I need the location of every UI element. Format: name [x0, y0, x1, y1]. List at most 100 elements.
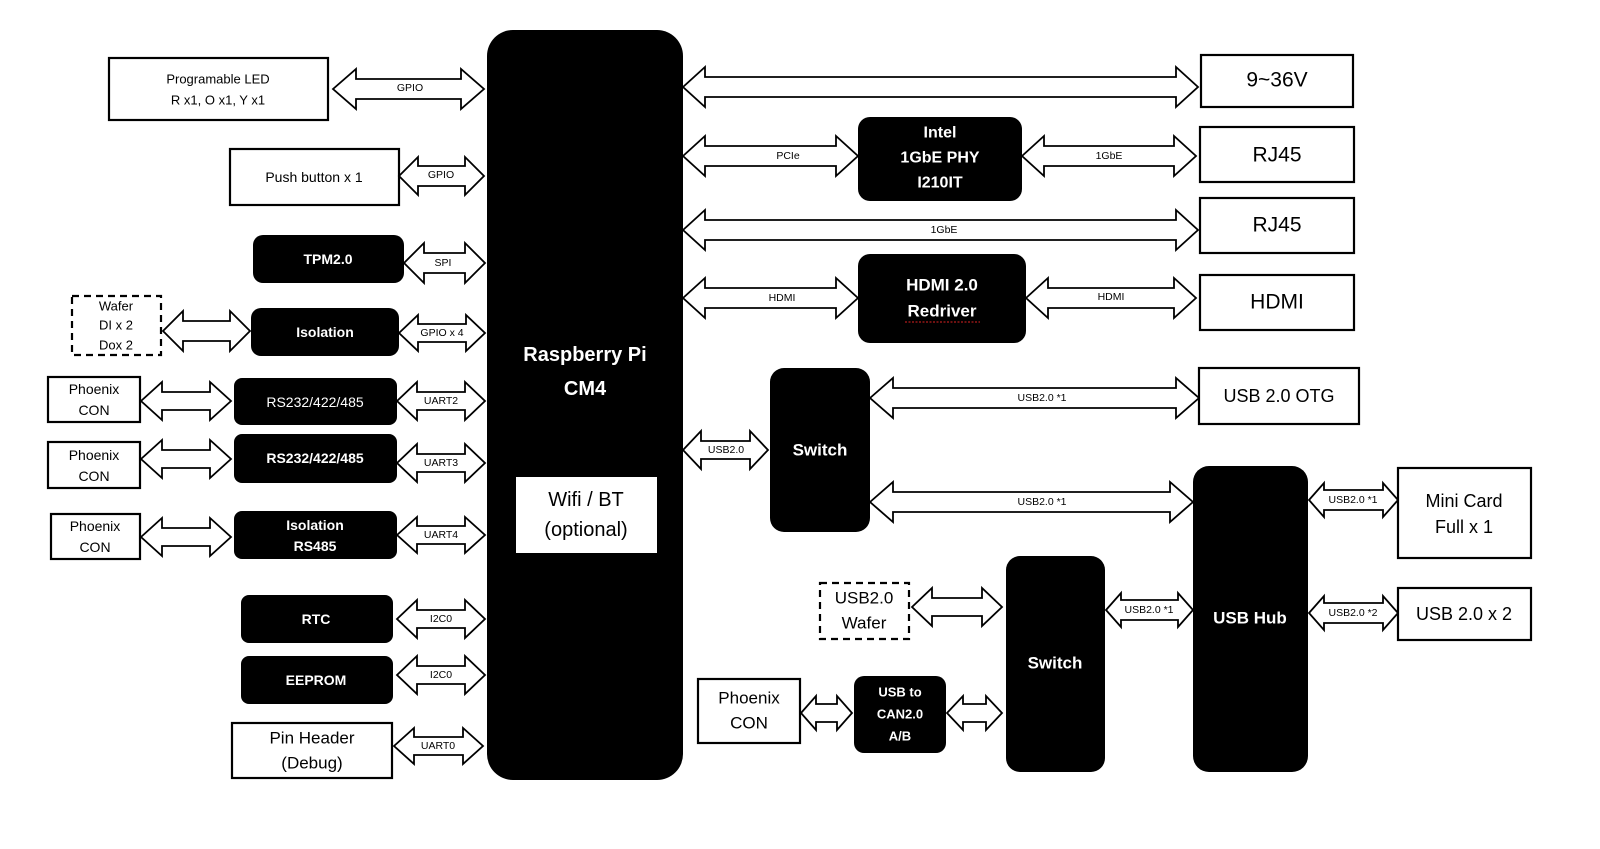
uart2-arrow-label: UART2 — [424, 395, 458, 407]
intel-phy-label-line1: Intel — [924, 125, 957, 142]
phoenix-can-label-line1: Phoenix — [718, 689, 780, 708]
gbe-direct-arrow — [681, 207, 1200, 253]
uart3-arrow — [395, 441, 487, 485]
usb-cpu-switch-arrow — [681, 428, 770, 472]
phoenix-can-box — [696, 677, 802, 745]
hdmi-out-arrow — [1024, 275, 1198, 321]
mini-card-label-line1: Mini Card — [1425, 491, 1502, 511]
rj45-2-box — [1198, 196, 1356, 255]
phoenix-con-1-box — [46, 375, 142, 424]
gpio-led-arrow-label: GPIO — [397, 82, 423, 94]
isolation-rs485-label-line1: Isolation — [286, 517, 344, 533]
usb-can-label-line3: A/B — [889, 729, 911, 744]
usb-otg-label: USB 2.0 OTG — [1223, 386, 1334, 406]
rs232-a-block — [234, 378, 397, 425]
usb-wafer-label-line1: USB2.0 — [835, 589, 894, 608]
push-button-label: Push button x 1 — [265, 169, 363, 185]
hdmi-out-arrow-label: HDMI — [1098, 291, 1125, 303]
usb-wafer-switch-arrow — [910, 585, 1004, 629]
gpio-button-arrow — [397, 154, 486, 198]
hdmi-in-arrow-label: HDMI — [769, 292, 796, 304]
usb-wafer-label-line2: Wafer — [842, 614, 887, 633]
rs232-b-block — [234, 434, 397, 483]
eeprom-label: EEPROM — [286, 672, 347, 688]
usb-otg-box — [1197, 366, 1361, 426]
gpio-x4-arrow — [397, 312, 487, 354]
intel-phy-label-line2: 1GbE PHY — [900, 150, 979, 167]
uart0-arrow — [392, 725, 485, 767]
wafer-isolation-arrow — [161, 308, 252, 354]
phoenix-con-3-label-line1: Phoenix — [70, 518, 121, 534]
phoenix-con-1-label-line1: Phoenix — [69, 381, 120, 397]
uart3-arrow-label: UART3 — [424, 457, 458, 469]
rj45-1-label: RJ45 — [1252, 144, 1301, 167]
uart2-arrow — [395, 379, 487, 423]
switch-1-label: Switch — [793, 441, 848, 460]
isolation-rs485-block — [234, 511, 397, 559]
usb-can-block — [854, 676, 946, 753]
eeprom-block — [241, 656, 393, 704]
pcie-arrow-label: PCIe — [776, 150, 800, 162]
usb-switch2-hub-arrow — [1104, 590, 1195, 630]
phoenix-con-2-label-line1: Phoenix — [69, 447, 120, 463]
usb-hub-minicard-arrow-label: USB2.0 *1 — [1328, 494, 1377, 506]
usb-switch-hub-arrow-label: USB2.0 *1 — [1017, 496, 1066, 508]
uart4-arrow — [395, 514, 487, 556]
switch-2-block — [1006, 556, 1105, 772]
wafer-di-label-line2: DI x 2 — [99, 318, 133, 333]
hdmi-redriver-label-line1: HDMI 2.0 — [906, 276, 978, 295]
i2c0-rtc-arrow — [395, 597, 487, 641]
gpio-led-arrow — [331, 67, 486, 111]
phoenix-con-2-box — [46, 440, 142, 490]
intel-phy-label-line3: I210IT — [917, 175, 963, 192]
usb-x2-label: USB 2.0 x 2 — [1416, 604, 1512, 624]
usb-switch2-hub-arrow-label: USB2.0 *1 — [1124, 604, 1173, 616]
rtc-label: RTC — [302, 611, 331, 627]
gbe-phy-rj45-arrow — [1020, 133, 1198, 179]
phoenix-con-1-label-line2: CON — [78, 402, 109, 418]
gbe-phy-rj45-arrow-label: 1GbE — [1096, 150, 1123, 162]
i2c0-rtc-arrow-label: I2C0 — [430, 613, 452, 625]
wafer-di-label-line1: Wafer — [99, 299, 134, 314]
wafer-di-label-line3: Dox 2 — [99, 338, 133, 353]
usb-can-label-line1: USB to — [878, 685, 921, 700]
pcie-arrow — [681, 133, 860, 179]
mini-card-box — [1396, 466, 1533, 560]
pin-header-label-line1: Pin Header — [269, 729, 354, 748]
pin-header-label-line2: (Debug) — [281, 754, 342, 773]
power-label: 9~36V — [1246, 69, 1307, 92]
phoenix-can-label-line2: CON — [730, 714, 768, 733]
usb-otg-arrow-label: USB2.0 *1 — [1017, 392, 1066, 404]
led-box — [107, 56, 330, 122]
rs232-a-label: RS232/422/485 — [266, 394, 364, 410]
led-label-line2: R x1, O x1, Y x1 — [171, 93, 265, 108]
usb-hub-block — [1193, 466, 1308, 772]
spi-arrow — [402, 240, 487, 286]
uart0-arrow-label: UART0 — [421, 740, 455, 752]
power-arrow — [681, 64, 1200, 110]
switch-1-block — [770, 368, 870, 532]
wifi-label-line1: Wifi / BT — [548, 489, 624, 511]
phoenix-can-arrow — [799, 693, 854, 733]
tpm-label: TPM2.0 — [303, 251, 352, 267]
phoenix-con-3-box — [49, 512, 142, 561]
rs232-b-label: RS232/422/485 — [266, 450, 364, 466]
cpu-block — [487, 30, 683, 780]
cpu-label-line2: CM4 — [564, 378, 607, 400]
led-label-line1: Programable LED — [166, 72, 269, 87]
rj45-1-box — [1198, 125, 1356, 184]
power-box — [1199, 53, 1355, 109]
phoenix2-rs232-arrow — [139, 437, 233, 481]
pin-header-box — [230, 721, 394, 780]
usb-can-label-line2: CAN2.0 — [877, 707, 923, 722]
i2c0-eeprom-arrow-label: I2C0 — [430, 669, 452, 681]
hdmi-redriver-block — [858, 254, 1026, 343]
usb-wafer-box — [818, 581, 911, 641]
uart4-arrow-label: UART4 — [424, 529, 458, 541]
gpio-button-arrow-label: GPIO — [428, 169, 454, 181]
tpm-block — [253, 235, 404, 283]
gpio-x4-arrow-label: GPIO x 4 — [420, 327, 463, 339]
phoenix3-rs485-arrow — [139, 515, 233, 559]
push-button-box — [228, 147, 401, 207]
